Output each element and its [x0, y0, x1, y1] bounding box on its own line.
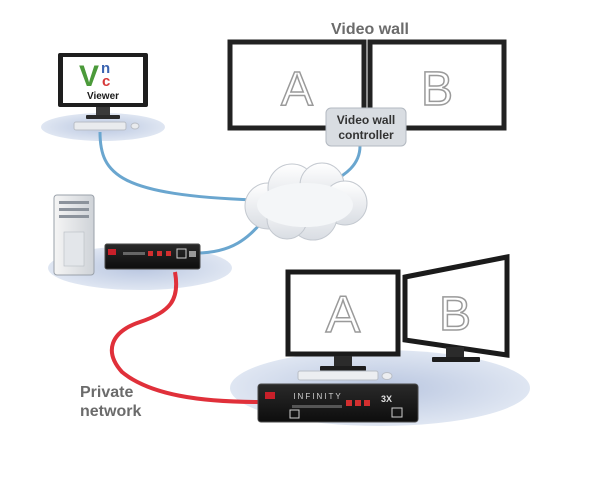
cable-vnc-to-cloud: [98, 131, 256, 202]
cable-box-to-cloud: [195, 220, 264, 255]
desk-mouse: [381, 372, 393, 380]
video-wall-label: Video wall: [331, 21, 409, 38]
desk-monitor-letter-a: A: [326, 286, 361, 344]
vnc-logo-n: n: [101, 60, 110, 77]
private-network-label-line1: Private: [80, 384, 133, 401]
source-tower: [53, 194, 95, 276]
network-cloud: [244, 162, 368, 241]
receiver-brand-label: INFINITY: [293, 392, 342, 401]
controller-label-line1: Video wall: [337, 113, 395, 127]
private-network-label-line2: network: [80, 403, 141, 420]
receiver-model-label: 3X: [381, 394, 392, 404]
controller-label-line2: controller: [338, 128, 394, 142]
vnc-monitor-base: [86, 115, 120, 119]
transmitter-unit: [104, 243, 201, 270]
vnc-mouse: [130, 122, 140, 130]
cable-private-network: [110, 271, 261, 404]
video-wall-controller: Video wall controller: [325, 107, 407, 147]
desk-monitor-b: B: [402, 253, 510, 362]
receiver-unit: INFINITY 3X: [257, 383, 419, 423]
video-wall-letter-a: A: [281, 63, 313, 116]
video-wall-letter-b: B: [421, 63, 453, 116]
vnc-monitor-screen: [63, 57, 143, 103]
vnc-viewer-label: Viewer: [87, 91, 119, 102]
vnc-logo-v: V: [79, 60, 99, 93]
desk-keyboard: [297, 370, 379, 381]
desk-monitor-letter-b: B: [439, 288, 471, 341]
vnc-logo-c: c: [102, 73, 110, 90]
desk-monitor-a: A: [285, 269, 401, 371]
vnc-monitor-stand: [96, 107, 110, 116]
vnc-keyboard: [73, 121, 127, 131]
vnc-viewer-workstation: V n c Viewer: [58, 53, 148, 131]
